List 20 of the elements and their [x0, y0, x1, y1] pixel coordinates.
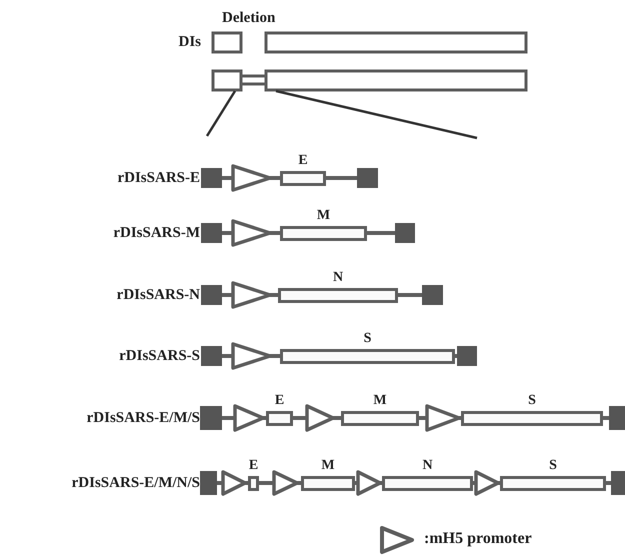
gene-label: E — [274, 394, 286, 408]
gene-label: M — [320, 459, 336, 473]
gene-label: N — [332, 271, 344, 285]
gene-label: E — [248, 459, 259, 473]
gene-label: M — [316, 209, 332, 223]
construct-name: rDIsSARS-M — [113, 225, 200, 241]
construct-name: rDIsSARS-N — [116, 287, 200, 303]
deletion-label: Deletion — [222, 10, 276, 26]
legend-text: :mH5 promoter — [424, 531, 532, 547]
construct-name: rDIsSARS-S — [119, 348, 200, 364]
gene-label: M — [372, 394, 388, 408]
construct-name: rDIsSARS-E — [117, 170, 200, 186]
gene-label: S — [548, 459, 558, 473]
gene-label: S — [362, 332, 372, 346]
construct-name: rDIsSARS-E/M/S — [86, 410, 200, 426]
construct-name: rDIsSARS-E/M/N/S — [72, 475, 200, 491]
gene-label: S — [527, 394, 537, 408]
genome-label: DIs — [178, 34, 201, 50]
gene-label: E — [297, 154, 309, 168]
gene-label: N — [421, 459, 434, 473]
